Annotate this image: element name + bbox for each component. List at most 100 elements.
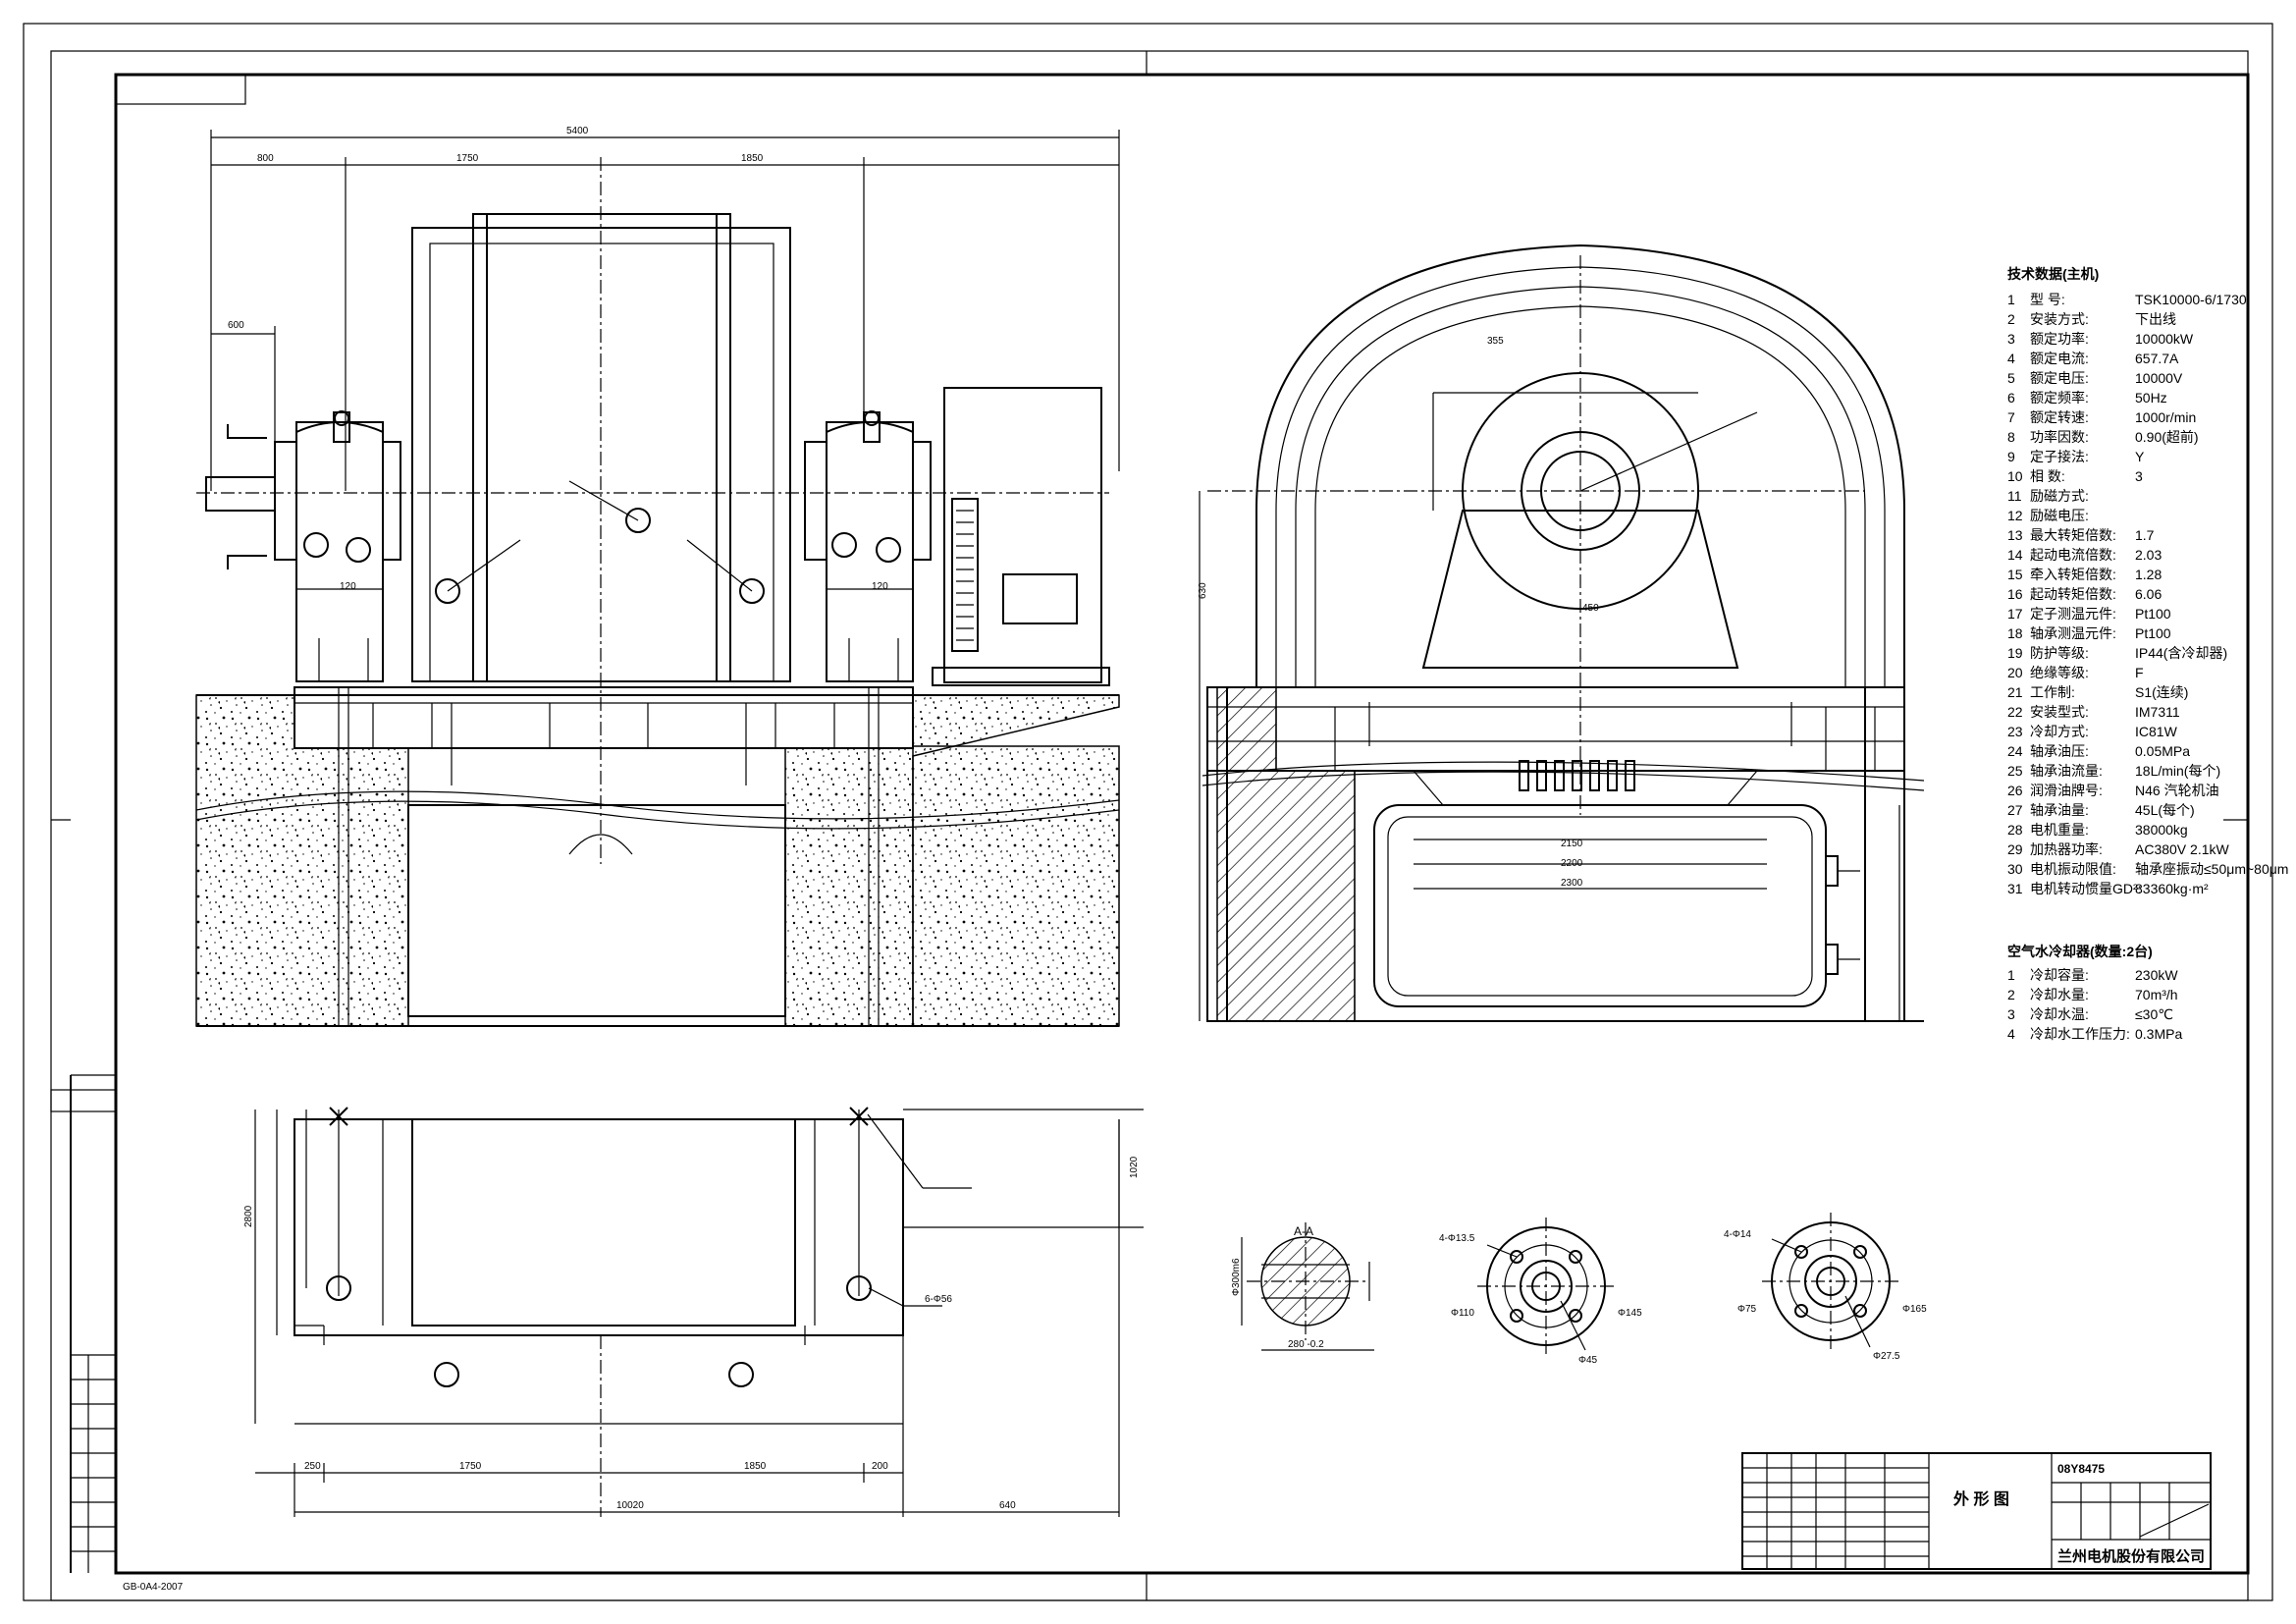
spec-number: 4 bbox=[2007, 1026, 2015, 1042]
end-dim-450: 450 bbox=[1582, 603, 1599, 614]
spec-value: 45L(每个) bbox=[2135, 802, 2195, 818]
company-name: 兰州电机股份有限公司 bbox=[2057, 1547, 2205, 1565]
plan-dim-1750: 1750 bbox=[459, 1461, 482, 1472]
spec-value: IC81W bbox=[2135, 724, 2178, 739]
end-dim-2300: 2300 bbox=[1561, 878, 1583, 889]
dim-1850: 1850 bbox=[741, 153, 764, 164]
spec-key: 额定电压: bbox=[2030, 370, 2089, 386]
spec-key: 额定频率: bbox=[2030, 390, 2089, 406]
spec-key: 励磁电压: bbox=[2030, 508, 2089, 523]
spec-number: 25 bbox=[2007, 763, 2023, 779]
dim-800: 800 bbox=[257, 153, 274, 164]
spec-number: 17 bbox=[2007, 606, 2023, 622]
spec-number: 9 bbox=[2007, 449, 2015, 464]
spec-key: 安装型式: bbox=[2030, 704, 2089, 720]
spec-value: 230kW bbox=[2135, 967, 2178, 983]
spec-value: ≤30℃ bbox=[2135, 1006, 2173, 1022]
dim-brg-left: 120 bbox=[340, 581, 356, 592]
spec-key: 安装方式: bbox=[2030, 311, 2089, 327]
spec-number: 15 bbox=[2007, 567, 2023, 582]
spec-number: 1 bbox=[2007, 967, 2015, 983]
spec-number: 13 bbox=[2007, 527, 2023, 543]
spec-key: 起动电流倍数: bbox=[2030, 547, 2116, 563]
spec-key: 轴承油量: bbox=[2030, 802, 2089, 818]
spec-number: 7 bbox=[2007, 409, 2015, 425]
spec-row: 6 额定频率: 50Hz bbox=[2007, 390, 2167, 406]
spec-value: F bbox=[2135, 665, 2144, 680]
spec-number: 29 bbox=[2007, 841, 2023, 857]
spec-number: 2 bbox=[2007, 311, 2015, 327]
spec-value: IP44(含冷却器) bbox=[2135, 645, 2227, 661]
spec-value: 下出线 bbox=[2135, 311, 2176, 327]
spec-row: 12 励磁电压: bbox=[2007, 508, 2089, 523]
flange2-id: Φ27.5 bbox=[1873, 1351, 1900, 1362]
spec-number: 11 bbox=[2007, 488, 2022, 504]
front-view bbox=[195, 130, 1120, 1027]
spec-value: 1000r/min bbox=[2135, 409, 2196, 425]
plan-dim-1020: 1020 bbox=[1129, 1156, 1140, 1178]
dim-overhang: 600 bbox=[228, 320, 244, 331]
end-view bbox=[1199, 244, 1925, 1022]
plan-dim-250: 250 bbox=[304, 1461, 321, 1472]
end-dim-2150: 2150 bbox=[1561, 839, 1583, 849]
spec-key: 额定电流: bbox=[2030, 351, 2089, 366]
bottom-left-note: GB-0A4-2007 bbox=[123, 1582, 184, 1593]
flange-2: 4-Φ14 Φ75 Φ165 Φ27.5 bbox=[1724, 1213, 1927, 1362]
spec-key: 轴承油压: bbox=[2030, 743, 2089, 759]
flange-1: 4-Φ13.5 Φ110 Φ145 Φ45 bbox=[1439, 1218, 1642, 1366]
spec-key: 冷却水量: bbox=[2030, 987, 2089, 1002]
spec-number: 6 bbox=[2007, 390, 2015, 406]
spec-number: 26 bbox=[2007, 783, 2023, 798]
spec-number: 4 bbox=[2007, 351, 2015, 366]
spec-value: 83360kg·m² bbox=[2135, 881, 2209, 896]
spec-number: 19 bbox=[2007, 645, 2023, 661]
spec-value: Pt100 bbox=[2135, 625, 2171, 641]
flange1-id: Φ45 bbox=[1578, 1355, 1598, 1366]
spec-value: 50Hz bbox=[2135, 390, 2167, 406]
spec-value: 10000V bbox=[2135, 370, 2183, 386]
spec-number: 12 bbox=[2007, 508, 2023, 523]
spec-value: TSK10000-6/1730 bbox=[2135, 292, 2247, 307]
end-dim-2200: 2200 bbox=[1561, 858, 1583, 869]
shaft-dia: Φ300m6 bbox=[1231, 1258, 1242, 1296]
spec-value: 1.7 bbox=[2135, 527, 2155, 543]
spec-key: 相 数: bbox=[2030, 468, 2065, 484]
spec-number: 14 bbox=[2007, 547, 2023, 563]
dim-1750: 1750 bbox=[456, 153, 479, 164]
flange1-holes: 4-Φ13.5 bbox=[1439, 1233, 1475, 1244]
spec-value: 1.28 bbox=[2135, 567, 2162, 582]
spec-key: 电机振动限值: bbox=[2030, 861, 2116, 877]
spec-number: 27 bbox=[2007, 802, 2023, 818]
spec-number: 24 bbox=[2007, 743, 2023, 759]
spec-number: 8 bbox=[2007, 429, 2015, 445]
spec-value: S1(连续) bbox=[2135, 684, 2188, 700]
spec-number: 5 bbox=[2007, 370, 2015, 386]
shaft-key: 280 -0.2 bbox=[1288, 1339, 1324, 1350]
spec-value: Pt100 bbox=[2135, 606, 2171, 622]
spec-number: 21 bbox=[2007, 684, 2023, 700]
spec-number: 20 bbox=[2007, 665, 2023, 680]
spec-number: 1 bbox=[2007, 292, 2015, 307]
plan-hole-callout: 6-Φ56 bbox=[925, 1294, 952, 1305]
flange1-od: Φ110 bbox=[1451, 1308, 1474, 1319]
spec-number: 28 bbox=[2007, 822, 2023, 838]
spec-number: 22 bbox=[2007, 704, 2023, 720]
spec-key: 轴承测温元件: bbox=[2030, 625, 2116, 641]
spec-value: N46 汽轮机油 bbox=[2135, 783, 2219, 798]
